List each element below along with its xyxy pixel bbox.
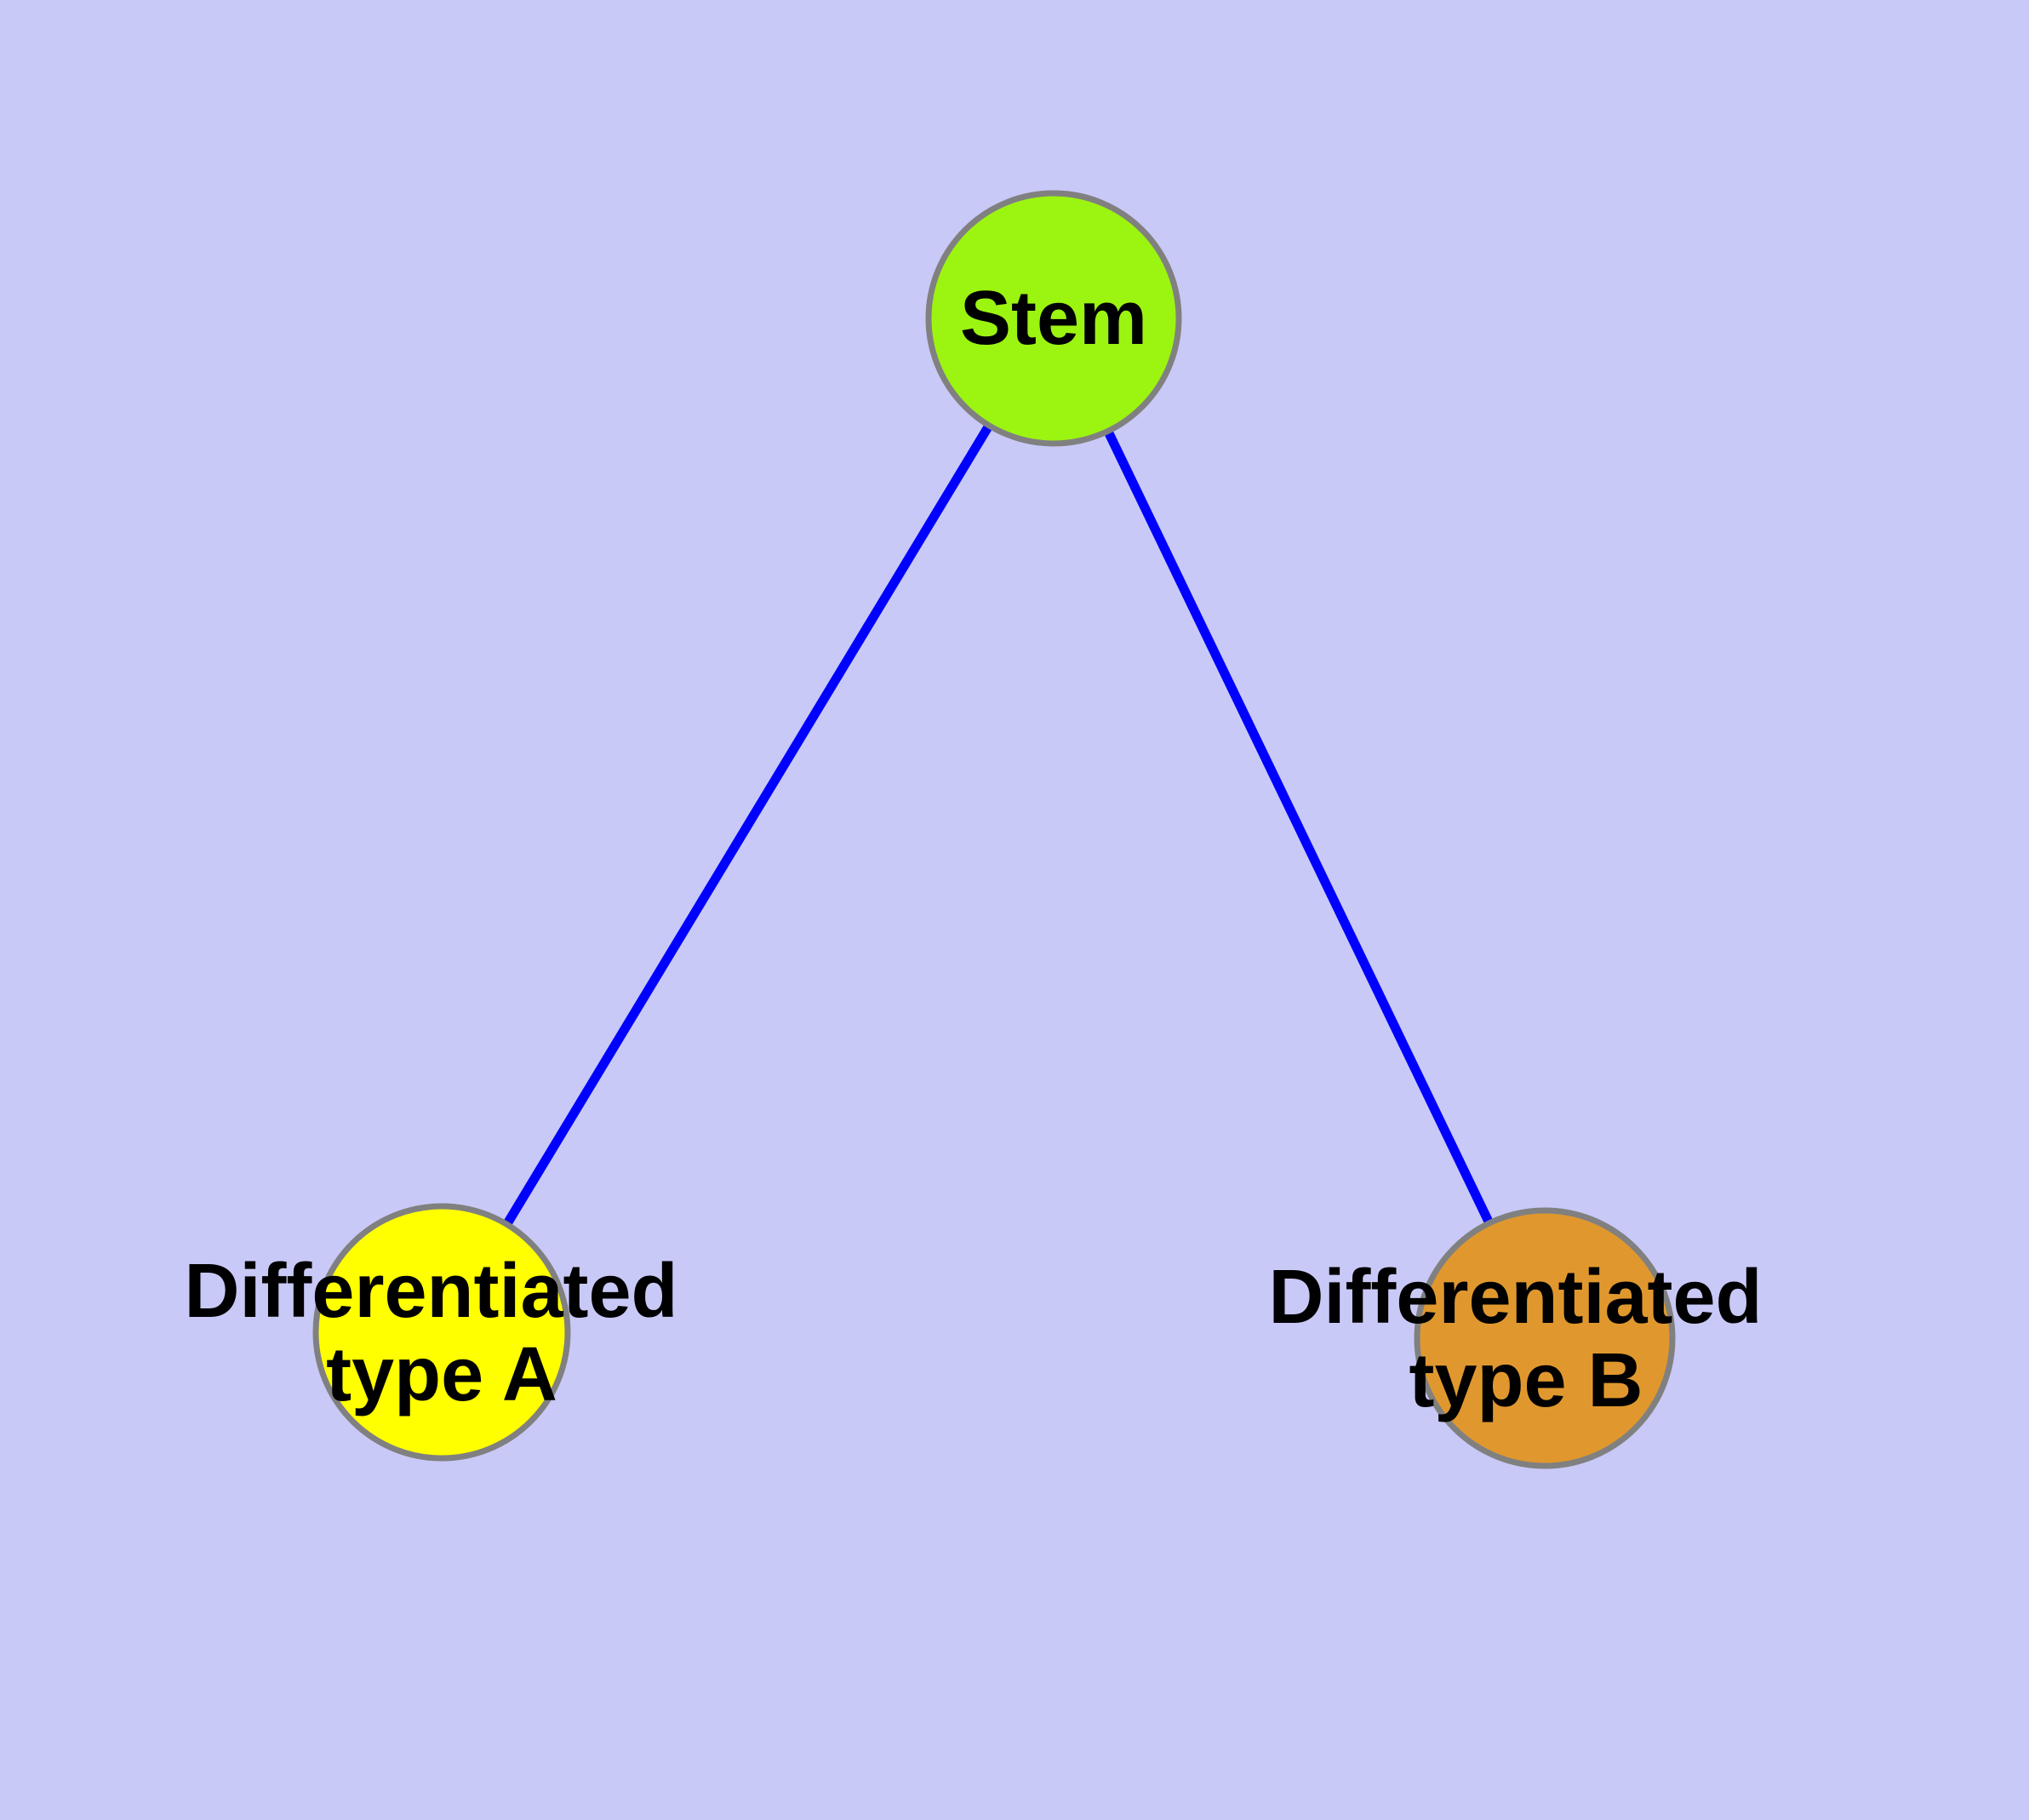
edge-layer bbox=[437, 316, 1549, 1341]
node-label-stem: Stem bbox=[960, 276, 1147, 361]
node-label-differentiated-type-a: Differentiated type A bbox=[184, 1249, 699, 1417]
node-circle-stem[interactable] bbox=[925, 190, 1182, 447]
node-label-stem-line-1: Stem bbox=[960, 276, 1147, 361]
node-label-differentiated-type-b-line-2: type B bbox=[1409, 1338, 1643, 1423]
node-label-differentiated-type-a-line-2: type A bbox=[326, 1332, 557, 1417]
node-layer bbox=[312, 190, 1676, 1469]
edge-stem-to-differentiated-type-a[interactable] bbox=[437, 316, 1058, 1335]
node-circle-differentiated-type-b[interactable] bbox=[1414, 1207, 1676, 1469]
node-label-differentiated-type-b-line-1: Differentiated bbox=[1268, 1255, 1762, 1340]
edge-stem-to-differentiated-type-b[interactable] bbox=[1049, 316, 1549, 1341]
label-layer: Stem Differentiated type A Differentiate… bbox=[184, 276, 1783, 1423]
node-differentiated-type-a[interactable] bbox=[312, 1203, 571, 1462]
node-label-differentiated-type-b: Differentiated type B bbox=[1268, 1255, 1783, 1423]
node-stem[interactable] bbox=[925, 190, 1182, 447]
node-differentiated-type-b[interactable] bbox=[1414, 1207, 1676, 1469]
node-circle-differentiated-type-a[interactable] bbox=[312, 1203, 571, 1462]
node-label-differentiated-type-a-line-1: Differentiated bbox=[184, 1249, 677, 1334]
